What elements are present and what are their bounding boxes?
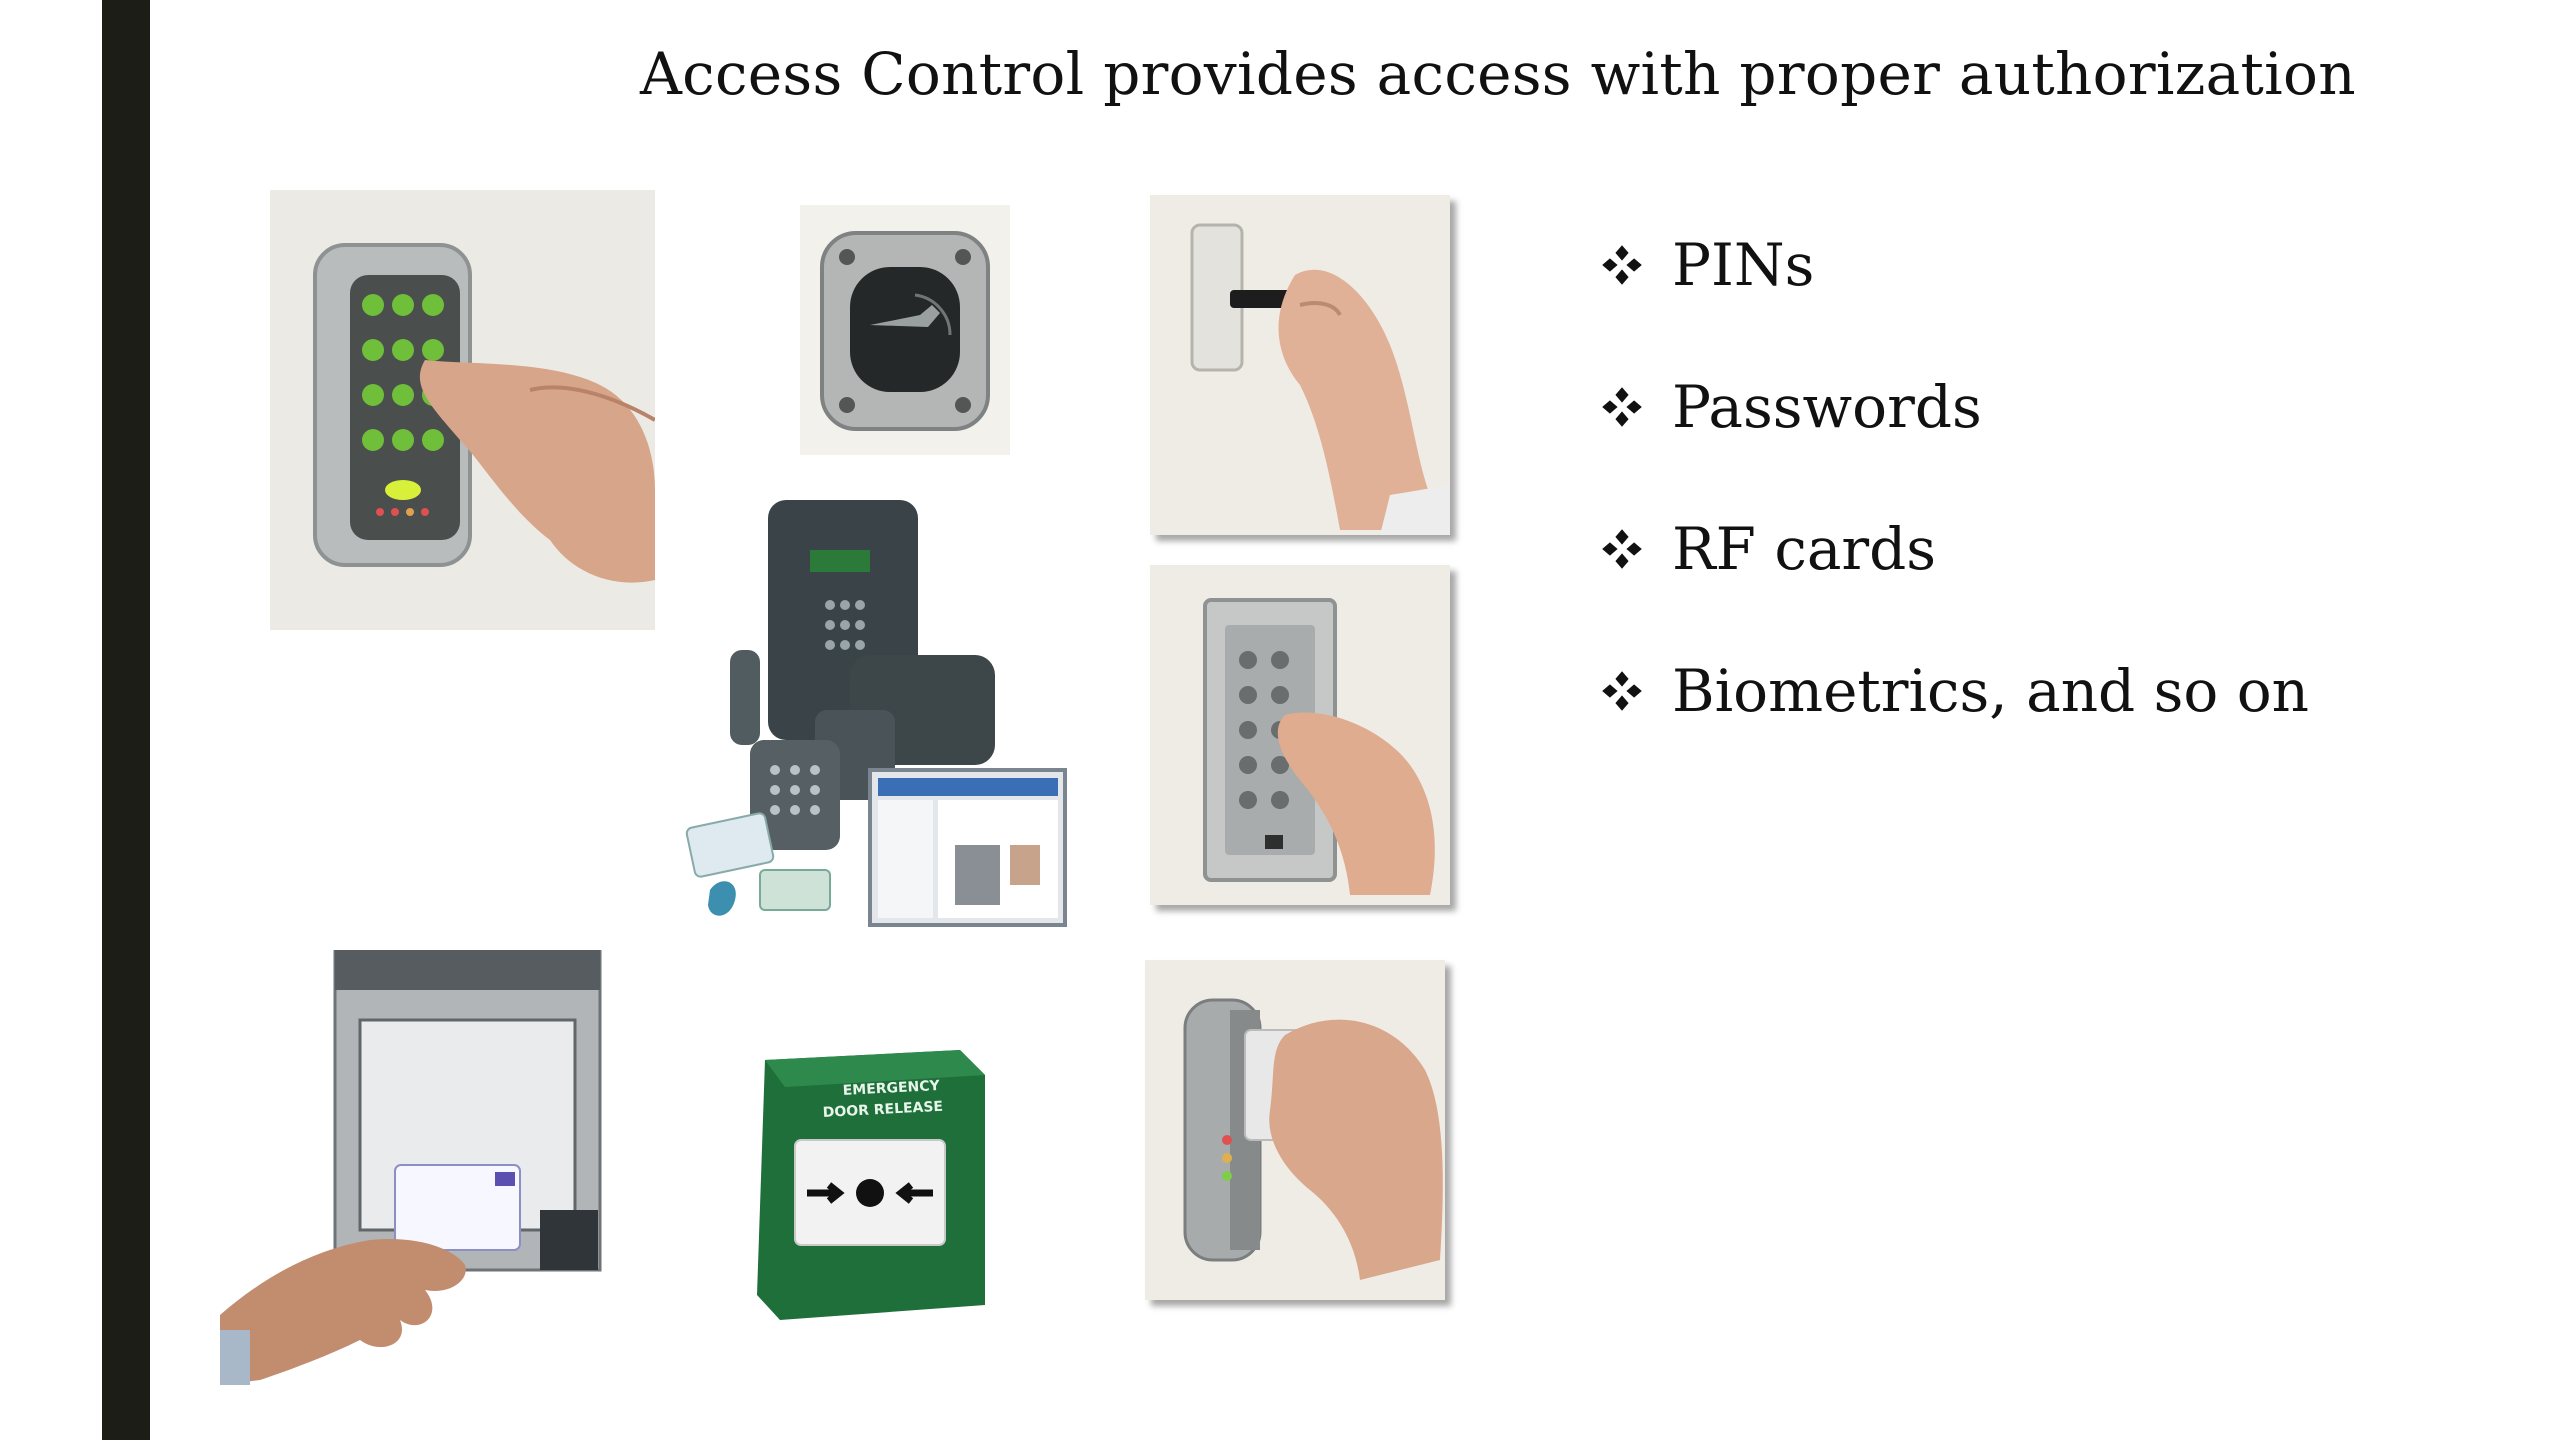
four-diamond-bullet-icon <box>1602 671 1642 711</box>
slide-title: Access Control provides access with prop… <box>640 40 2356 108</box>
proximity-reader-photo <box>800 205 1010 455</box>
bullet-list: PINs Passwords RF cards Biometrics, and … <box>1600 228 2309 796</box>
card-swipe-reader-photo <box>1145 960 1445 1300</box>
bullet-label: PINs <box>1672 231 1815 299</box>
emergency-label-line-1: EMERGENCY <box>842 1078 941 1099</box>
bullet-item-biometrics: Biometrics, and so on <box>1600 654 2309 728</box>
keypad-photo <box>270 190 655 630</box>
bullet-item-pins: PINs <box>1600 228 2309 302</box>
wall-keypad-photo <box>1150 565 1450 905</box>
bullet-label: Biometrics, and so on <box>1672 657 2310 725</box>
left-accent-bar <box>102 0 150 1440</box>
access-system-collage-photo <box>680 480 1080 950</box>
four-diamond-bullet-icon <box>1602 529 1642 569</box>
four-diamond-bullet-icon <box>1602 245 1642 285</box>
emergency-door-release-photo: EMERGENCY DOOR RELEASE <box>745 1035 1000 1330</box>
restricted-area-reader-photo <box>220 950 615 1385</box>
four-diamond-bullet-icon <box>1602 387 1642 427</box>
bullet-label: RF cards <box>1672 515 1937 583</box>
bullet-label: Passwords <box>1672 373 1982 441</box>
emergency-label-line-2: DOOR RELEASE <box>822 1099 943 1121</box>
bullet-item-rf-cards: RF cards <box>1600 512 2309 586</box>
key-reader-photo <box>1150 195 1450 535</box>
bullet-item-passwords: Passwords <box>1600 370 2309 444</box>
